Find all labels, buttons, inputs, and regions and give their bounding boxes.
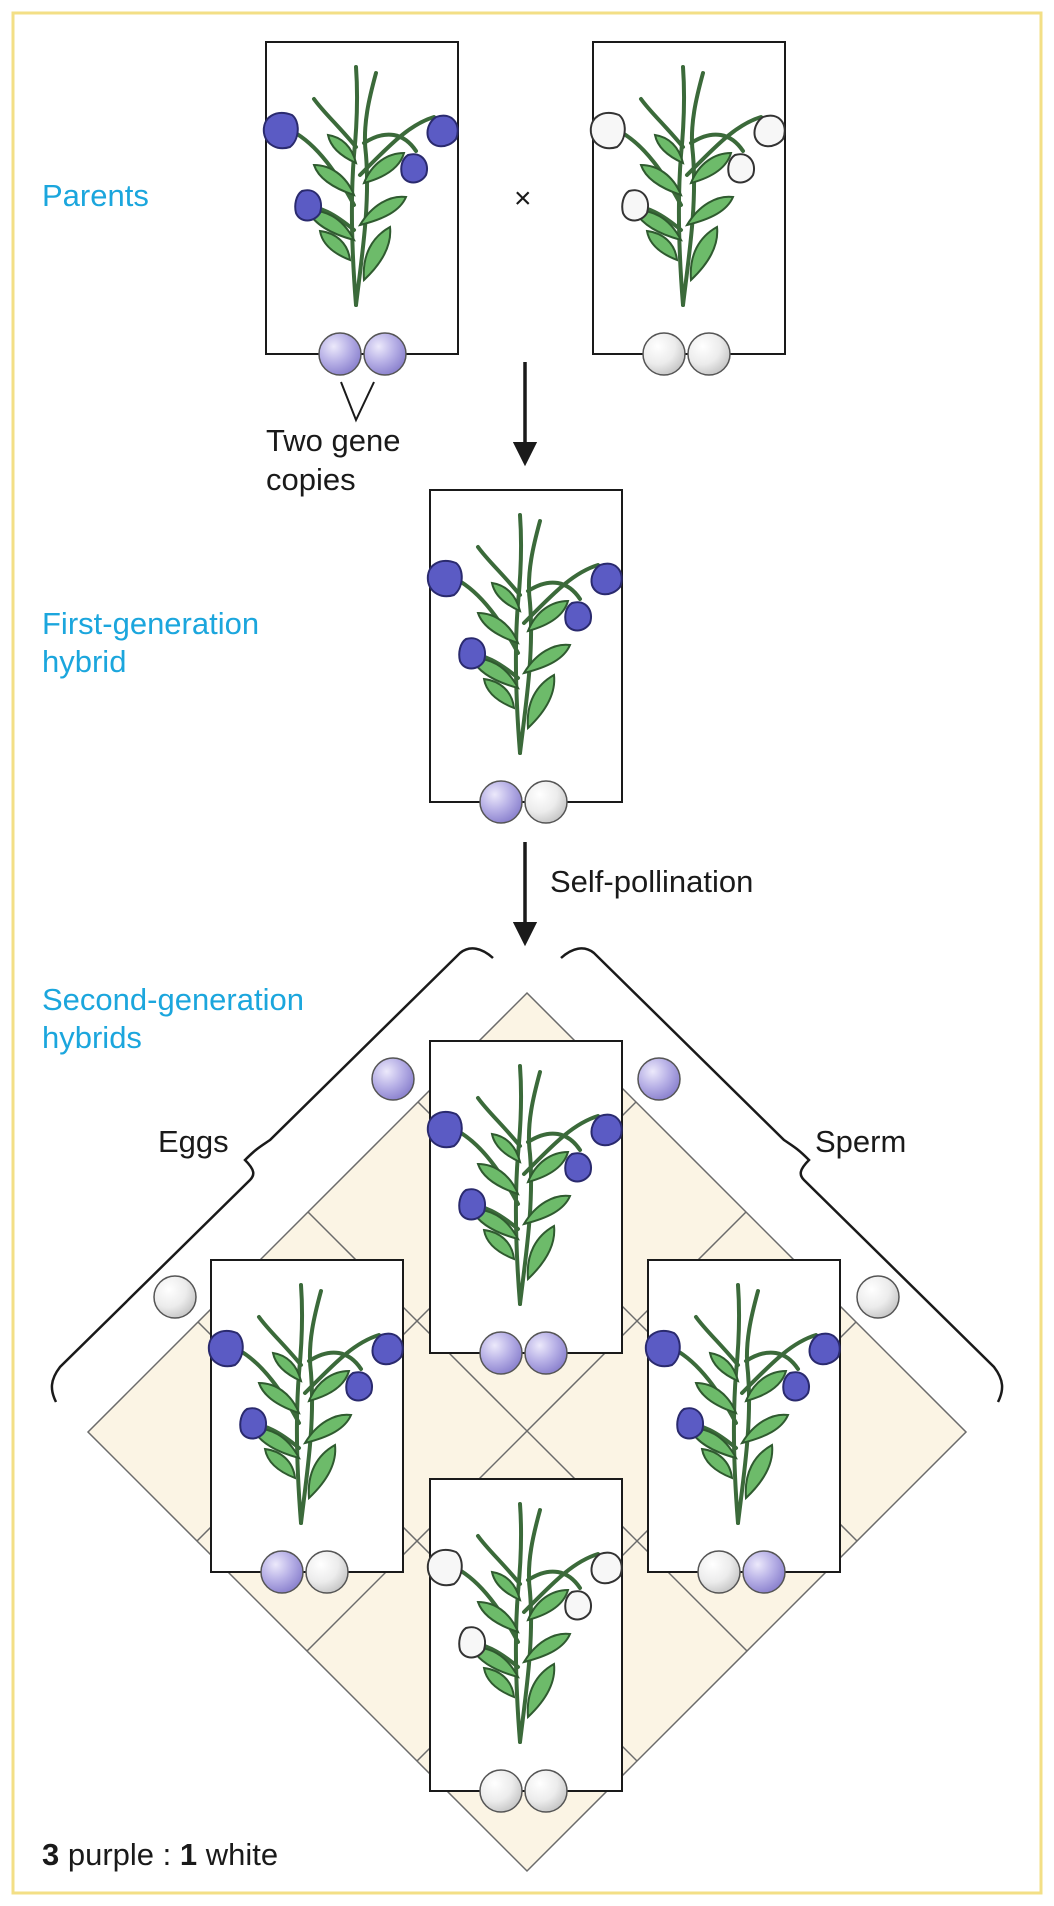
sperm-purple-gamete-icon — [637, 1057, 681, 1101]
offspring-bottom-card — [429, 1478, 623, 1792]
parent-purple-card — [265, 41, 459, 355]
sperm-bracket — [560, 947, 1004, 1403]
gene-copy-purple-icon — [479, 780, 523, 824]
gene-copy-white-icon — [524, 1769, 568, 1813]
gene-copy-white-icon — [697, 1550, 741, 1594]
second-generation-label-line2: hybrids — [42, 1020, 142, 1055]
outer-frame — [11, 11, 1043, 1895]
white-count: 1 — [180, 1837, 197, 1872]
parents-label: Parents — [42, 178, 149, 213]
purple-word: purple : — [59, 1837, 180, 1872]
gene-copy-purple-icon — [363, 332, 407, 376]
two-gene-label: Two gene — [266, 423, 400, 458]
egg-purple-gamete-icon — [371, 1057, 415, 1101]
gene-copy-white-icon — [524, 780, 568, 824]
gene-copy-purple-icon — [524, 1331, 568, 1375]
egg-white-gamete-icon — [153, 1275, 197, 1319]
cross-symbol: × — [514, 182, 532, 215]
purple-count: 3 — [42, 1837, 59, 1872]
sperm-label: Sperm — [815, 1124, 906, 1159]
gene-copy-white-icon — [642, 332, 686, 376]
ratio-label: 3 purple : 1 white — [42, 1837, 278, 1872]
first-generation-label-line1: First-generation — [42, 606, 259, 641]
gene-copy-white-icon — [305, 1550, 349, 1594]
copies-label: copies — [266, 462, 356, 497]
first-generation-card — [429, 489, 623, 803]
offspring-right-card — [647, 1259, 841, 1573]
parent-white-card — [592, 41, 786, 355]
first-generation-label-line2: hybrid — [42, 644, 126, 679]
second-generation-label-line1: Second-generation — [42, 982, 304, 1017]
offspring-top-card — [429, 1040, 623, 1354]
white-word: white — [197, 1837, 278, 1872]
gene-copy-white-icon — [479, 1769, 523, 1813]
gene-copy-purple-icon — [260, 1550, 304, 1594]
eggs-label: Eggs — [158, 1124, 229, 1159]
gene-copy-purple-icon — [479, 1331, 523, 1375]
self-pollination-label: Self-pollination — [550, 864, 753, 899]
sperm-white-gamete-icon — [856, 1275, 900, 1319]
eggs-bracket — [50, 947, 494, 1403]
gene-copy-white-icon — [687, 332, 731, 376]
gene-copy-purple-icon — [742, 1550, 786, 1594]
gene-copy-purple-icon — [318, 332, 362, 376]
offspring-left-card — [210, 1259, 404, 1573]
gene-copies-pointer — [340, 381, 375, 423]
